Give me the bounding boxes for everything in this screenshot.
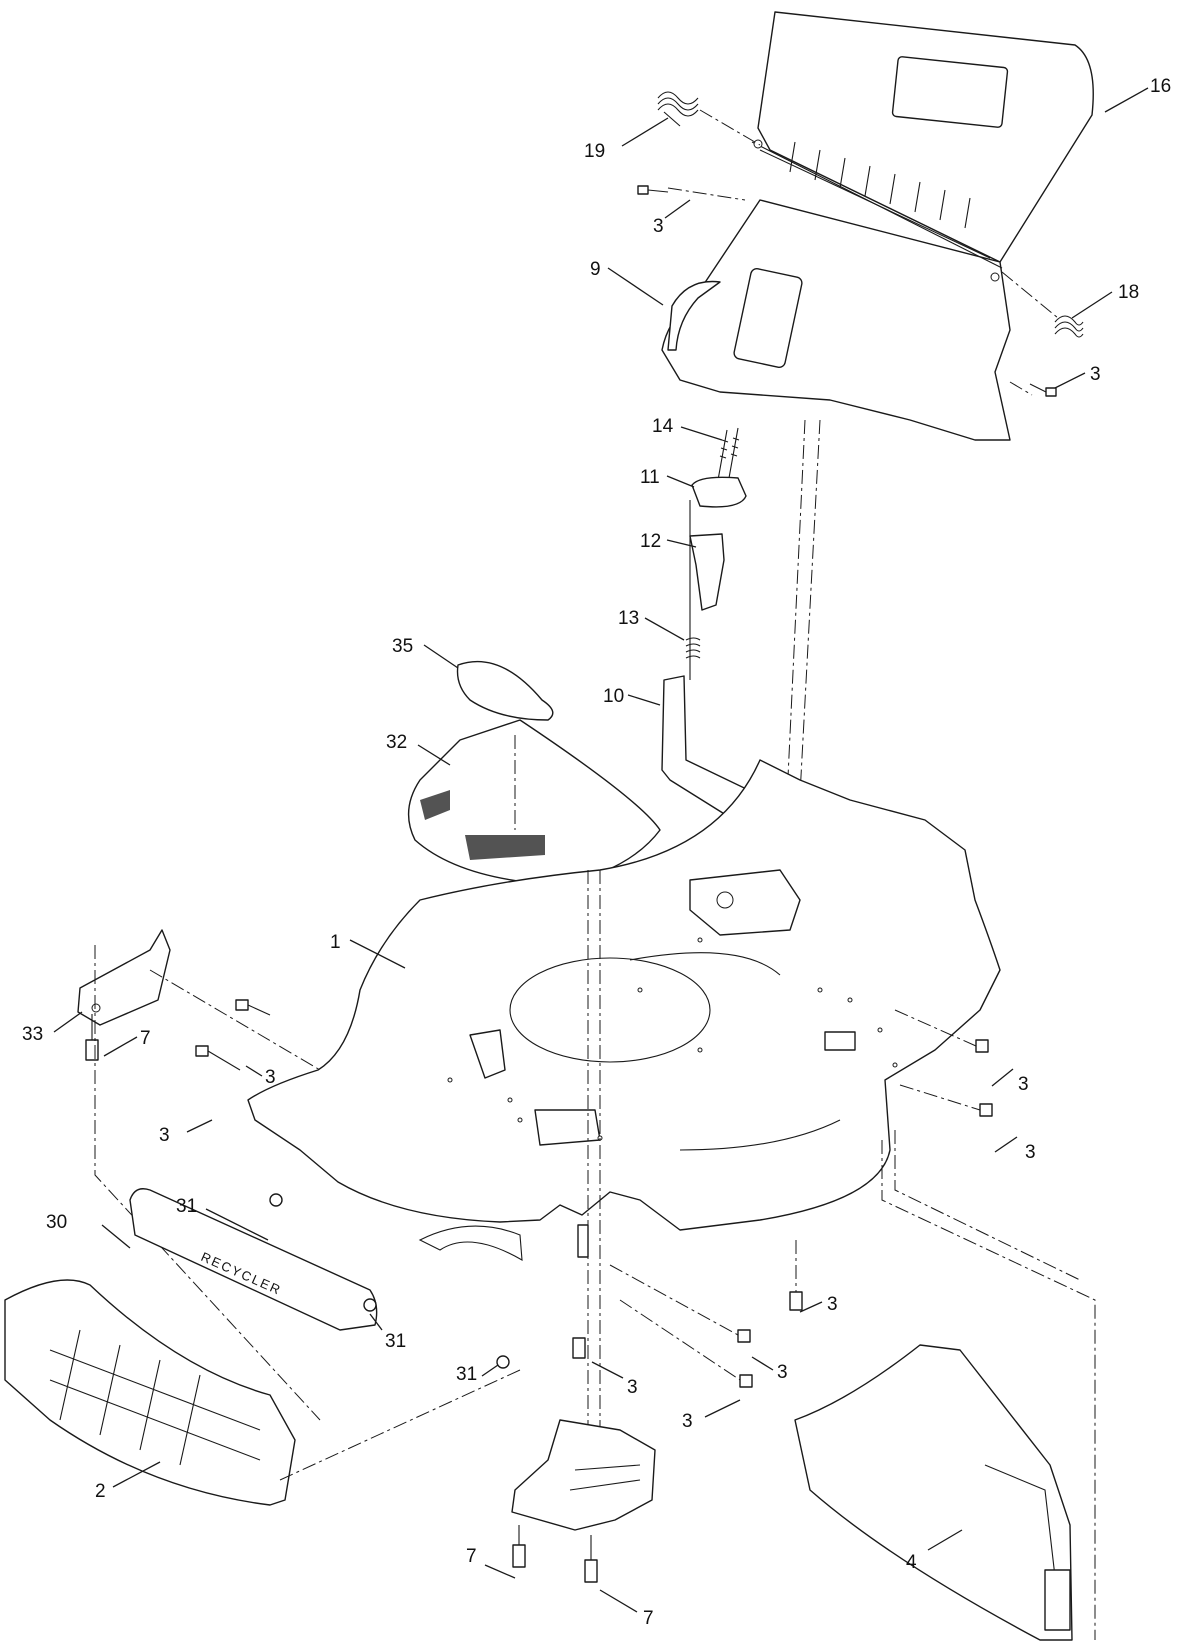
bolt-7-bottom-left bbox=[512, 1525, 526, 1568]
bottom-bracket bbox=[511, 1419, 656, 1531]
callout-10: 10 bbox=[603, 686, 624, 707]
callout-3: 3 bbox=[265, 1067, 276, 1088]
part-4-chute bbox=[794, 1344, 1073, 1641]
bolt-3-door-right bbox=[1029, 383, 1057, 397]
spring-18 bbox=[1054, 315, 1084, 338]
callout-1: 1 bbox=[330, 932, 341, 953]
callout-7: 7 bbox=[466, 1546, 477, 1567]
part-14-screws bbox=[717, 427, 740, 481]
callout-3: 3 bbox=[653, 216, 664, 237]
callout-31: 31 bbox=[456, 1364, 477, 1385]
part-12-latch bbox=[689, 533, 725, 611]
bolt-7-bottom-right bbox=[584, 1535, 598, 1583]
bolt-3-deck-left-lower bbox=[195, 1045, 241, 1071]
bolt-3-bottom-center bbox=[572, 1337, 586, 1359]
part-30-rear-shield: RECYCLER bbox=[129, 1188, 378, 1331]
callout-3: 3 bbox=[1090, 364, 1101, 385]
part-2-rear-guard bbox=[4, 1279, 296, 1506]
callout-7: 7 bbox=[643, 1608, 654, 1629]
part-13-spring bbox=[685, 637, 701, 659]
callout-9: 9 bbox=[590, 259, 601, 280]
callout-3: 3 bbox=[827, 1294, 838, 1315]
callout-3: 3 bbox=[159, 1125, 170, 1146]
bolt-31-middle bbox=[363, 1298, 377, 1312]
callout-4: 4 bbox=[906, 1552, 917, 1573]
callout-2: 2 bbox=[95, 1481, 106, 1502]
callout-3: 3 bbox=[1018, 1074, 1029, 1095]
callout-35: 35 bbox=[392, 636, 413, 657]
callout-18: 18 bbox=[1118, 282, 1139, 303]
callout-7: 7 bbox=[140, 1028, 151, 1049]
spring-19 bbox=[657, 91, 699, 127]
callout-32: 32 bbox=[386, 732, 407, 753]
callout-30: 30 bbox=[46, 1212, 67, 1233]
part-9-rear-door bbox=[661, 139, 1011, 441]
callout-3: 3 bbox=[777, 1362, 788, 1383]
callout-3: 3 bbox=[1025, 1142, 1036, 1163]
callout-12: 12 bbox=[640, 531, 661, 552]
leader-lines bbox=[53, 87, 1149, 1613]
bolt-3-right-vertical bbox=[789, 1240, 803, 1311]
bolt-3-door-left bbox=[637, 185, 669, 195]
bolt-31-left bbox=[269, 1193, 283, 1207]
bolt-3-bottom-a bbox=[609, 1264, 751, 1343]
callout-33: 33 bbox=[22, 1024, 43, 1045]
bolt-31-right bbox=[496, 1355, 510, 1369]
bolt-3-deck-left-upper bbox=[235, 999, 271, 1016]
callout-19: 19 bbox=[584, 141, 605, 162]
callout-31: 31 bbox=[176, 1196, 197, 1217]
part-35-filter-pad bbox=[456, 660, 554, 721]
callout-16: 16 bbox=[1150, 76, 1171, 97]
callout-3: 3 bbox=[682, 1411, 693, 1432]
part-11-knob bbox=[691, 476, 747, 508]
bolt-3-deck-right-lower bbox=[899, 1084, 993, 1117]
callout-14: 14 bbox=[652, 416, 674, 437]
callout-13: 13 bbox=[618, 608, 639, 629]
callout-31: 31 bbox=[385, 1331, 406, 1352]
bolt-3-bottom-b bbox=[619, 1299, 753, 1388]
part-33-bracket bbox=[77, 929, 171, 1026]
callout-3: 3 bbox=[627, 1377, 638, 1398]
bolt-3-deck-right-upper bbox=[894, 1009, 989, 1053]
part-32-top-cover bbox=[407, 719, 661, 886]
part-1-deck bbox=[247, 759, 1001, 1261]
callouts: 16 19 3 9 18 3 14 11 12 13 10 35 32 1 33… bbox=[22, 76, 1171, 1629]
part-16-cover bbox=[757, 11, 1094, 263]
callout-11: 11 bbox=[640, 467, 660, 488]
